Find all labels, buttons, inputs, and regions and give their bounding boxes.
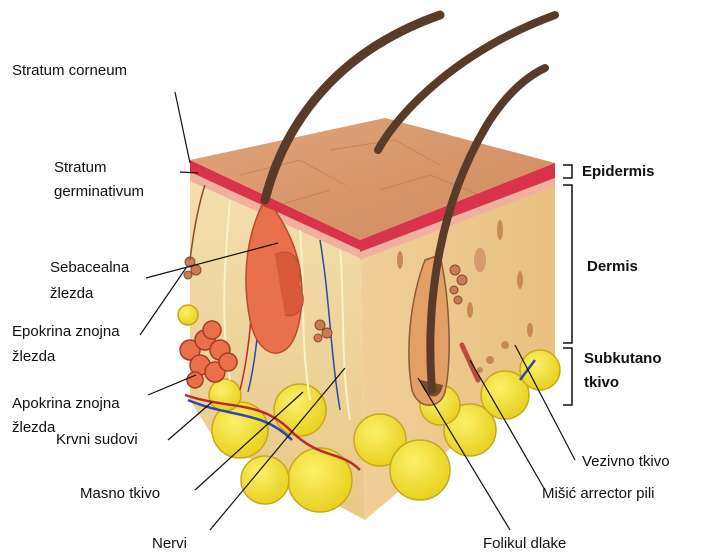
layer-label-subkutano-line2: tkivo — [584, 373, 619, 393]
label-folikul-dlake: Folikul dlake — [483, 534, 566, 554]
label-misic-arrector-pili: Mišić arrector pili — [542, 484, 655, 504]
label-stratum-germinativum-line1: Stratum — [54, 158, 107, 178]
label-stratum-germinativum-line2: germinativum — [54, 182, 144, 202]
label-epokrina-line2: žlezda — [12, 347, 55, 367]
layer-label-epidermis: Epidermis — [582, 162, 655, 182]
label-sebacealna-line2: žlezda — [50, 284, 93, 304]
label-apokrina-line1: Apokrina znojna — [12, 394, 120, 414]
label-krvni-sudovi: Krvni sudovi — [56, 430, 138, 450]
label-nervi: Nervi — [152, 534, 187, 554]
layer-brackets — [563, 165, 572, 405]
layer-label-dermis: Dermis — [587, 257, 638, 277]
layer-label-subkutano-line1: Subkutano — [584, 349, 662, 369]
label-apokrina-line2: žlezda — [12, 418, 55, 438]
label-masno-tkivo: Masno tkivo — [80, 484, 160, 504]
label-stratum-corneum: Stratum corneum — [12, 61, 127, 81]
label-epokrina-line1: Epokrina znojna — [12, 322, 120, 342]
label-sebacealna-line1: Sebacealna — [50, 258, 129, 278]
label-vezivno-tkivo: Vezivno tkivo — [582, 452, 670, 472]
